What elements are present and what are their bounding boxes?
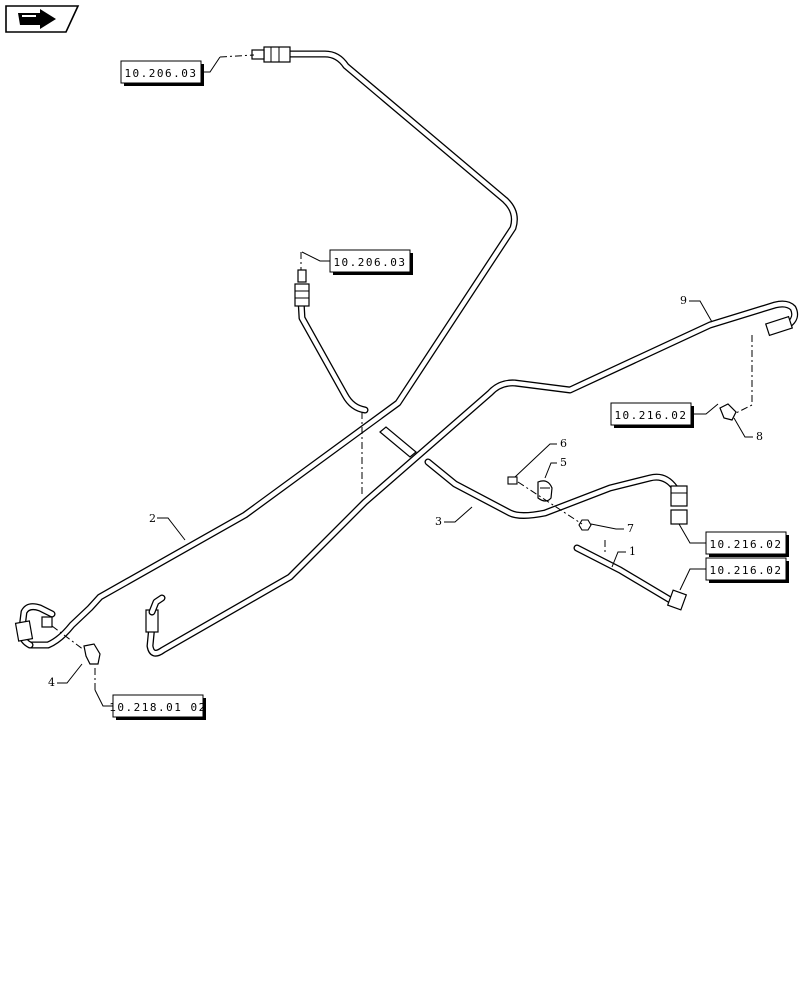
callout-6: 6: [514, 437, 567, 478]
back-arrow-icon[interactable]: [5, 5, 80, 33]
svg-text:10.216.02: 10.216.02: [709, 538, 782, 551]
svg-text:9: 9: [680, 294, 687, 307]
ref-box-right-a[interactable]: 10.216.02: [610, 402, 694, 428]
callout-2: 2: [149, 512, 186, 541]
svg-text:10.216.02: 10.216.02: [614, 409, 687, 422]
callout-3: 3: [435, 506, 473, 528]
callout-4: 4: [48, 663, 83, 689]
pipe-2: [26, 50, 518, 649]
ref-box-top[interactable]: 10.206.03: [120, 60, 204, 86]
part-7-nut: [578, 519, 592, 531]
pipe-9: [145, 300, 799, 657]
callout-1: 1: [611, 545, 636, 568]
bracket: [379, 426, 417, 458]
svg-text:6: 6: [560, 437, 567, 450]
ref-box-right-b[interactable]: 10.216.02: [705, 531, 789, 557]
callout-7: 7: [590, 522, 634, 535]
ref-box-mid[interactable]: 10.206.03: [329, 249, 413, 275]
part-5-clip: [537, 480, 553, 502]
pipe-3: [424, 458, 688, 525]
part-8-elbow: [719, 403, 737, 421]
callout-9: 9: [680, 294, 713, 323]
callout-8: 8: [733, 417, 763, 443]
part-4-elbow: [83, 643, 101, 665]
top-fitting: [251, 46, 291, 63]
pipe-1: [573, 544, 688, 611]
svg-text:10.218.01 02: 10.218.01 02: [109, 701, 206, 714]
callout-5: 5: [544, 456, 567, 479]
short-pipe: [294, 269, 369, 414]
svg-text:10.216.02: 10.216.02: [709, 564, 782, 577]
svg-text:7: 7: [627, 522, 634, 535]
pipe-2-end-fitting: [14, 603, 56, 649]
ref-box-right-c[interactable]: 10.216.02: [705, 557, 789, 583]
svg-text:4: 4: [48, 676, 55, 689]
ref-box-bottom[interactable]: 10.218.01 02: [109, 694, 206, 720]
svg-text:8: 8: [756, 430, 763, 443]
svg-text:1: 1: [629, 545, 636, 558]
svg-text:3: 3: [435, 515, 442, 528]
svg-text:10.206.03: 10.206.03: [124, 67, 197, 80]
part-6-screw: [507, 476, 518, 485]
svg-text:2: 2: [149, 512, 156, 525]
svg-text:5: 5: [560, 456, 567, 469]
svg-text:10.206.03: 10.206.03: [333, 256, 406, 269]
